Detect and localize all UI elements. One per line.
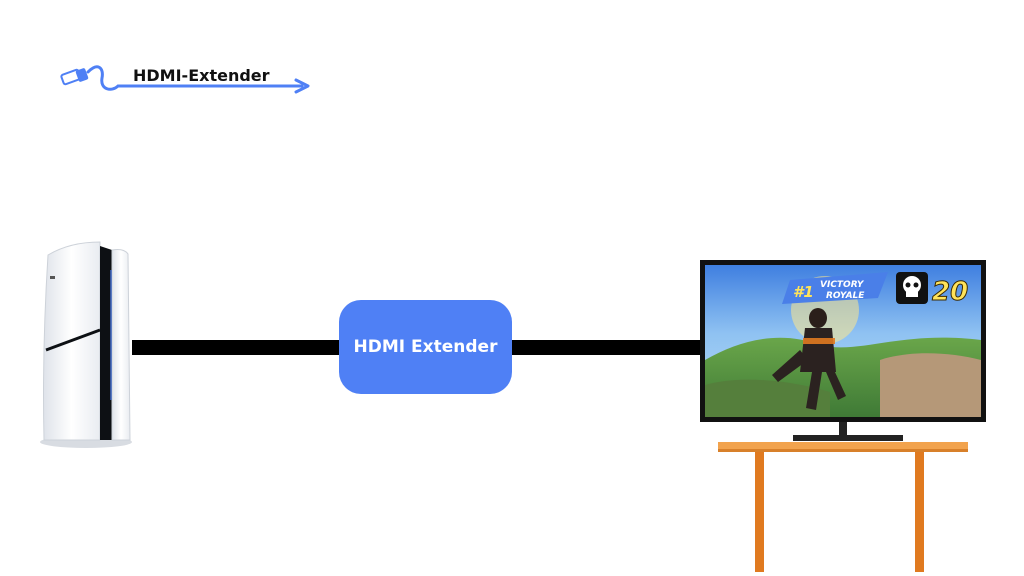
skull-icon [896,272,928,304]
hdmi-extender-box[interactable]: HDMI Extender [339,300,512,394]
rank-text: #1 [793,283,814,301]
cable-console-to-extender [132,340,342,355]
table [718,442,968,572]
legend-label: HDMI-Extender [133,66,270,85]
elimination-count: 20 [932,277,968,307]
cable-extender-to-tv [510,340,702,355]
victory-line1: VICTORY [820,280,865,290]
hdmi-extender-label: HDMI Extender [353,337,498,357]
character-figure [772,308,846,410]
tv-screen: #1 VICTORY ROYALE 20 [705,265,981,417]
hdmi-cable-icon [60,65,310,94]
victory-line2: ROYALE [826,291,865,301]
